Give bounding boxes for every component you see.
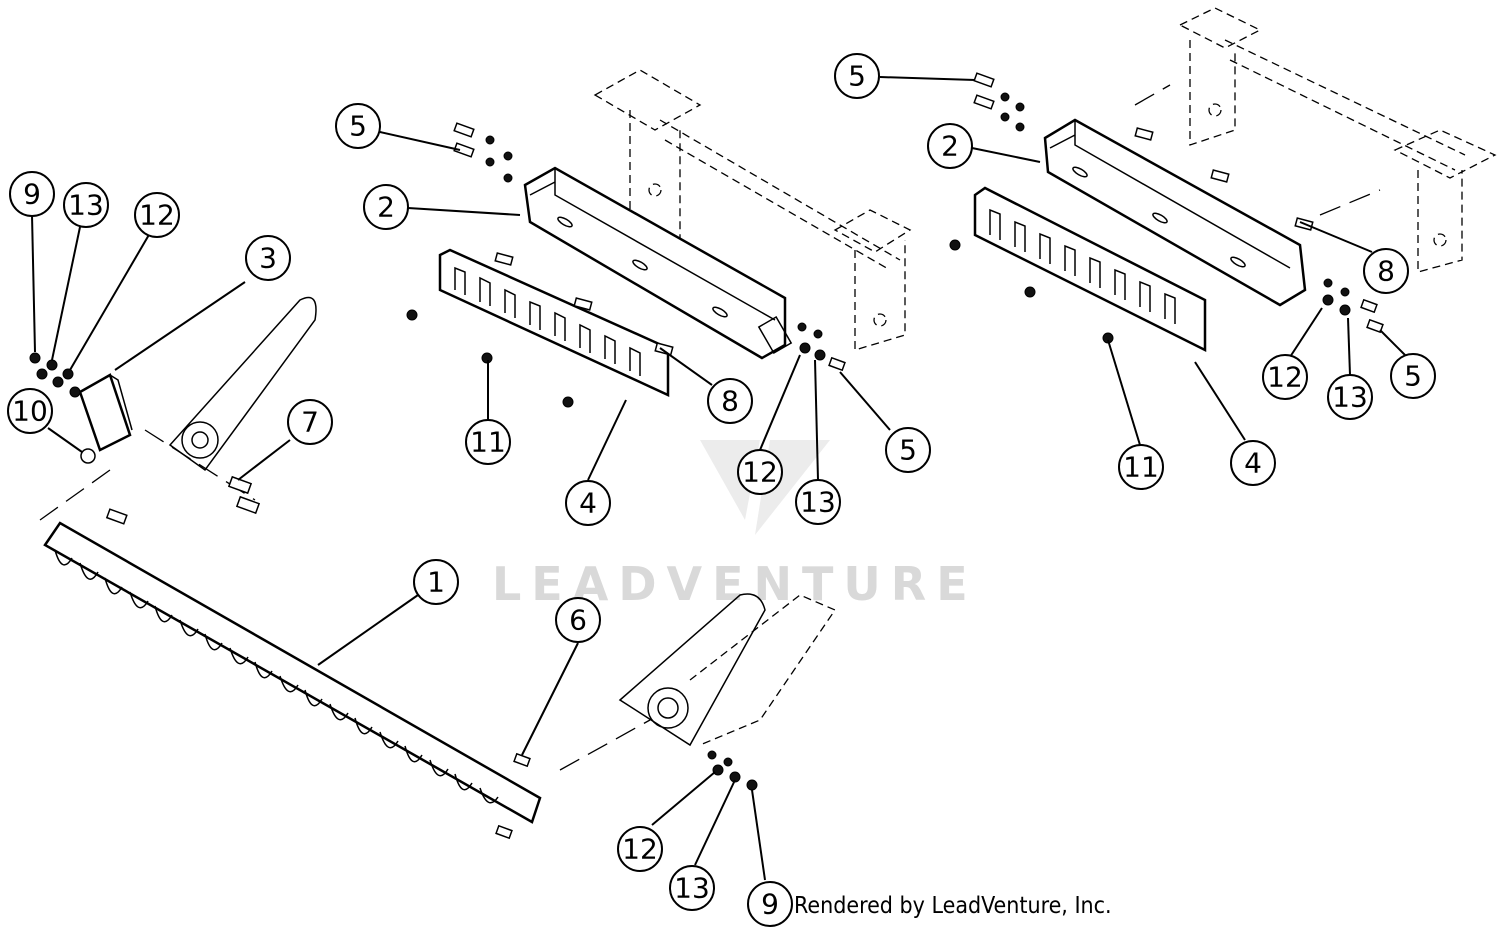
svg-text:11: 11	[470, 426, 506, 459]
callout-12-top-left: 12	[134, 192, 180, 238]
svg-text:5: 5	[349, 110, 367, 143]
leader-lines	[31, 76, 1406, 881]
callout-9-top-left: 9	[9, 171, 55, 217]
svg-text:8: 8	[721, 385, 739, 418]
bracket-part-2-right	[1043, 118, 1307, 307]
deck-mount-assembly	[618, 593, 836, 747]
bracket-part-2-center	[523, 166, 793, 360]
svg-text:13: 13	[674, 872, 710, 905]
callout-12-center: 12	[737, 449, 783, 495]
svg-text:11: 11	[1123, 451, 1159, 484]
svg-text:3: 3	[259, 242, 277, 275]
callout-2-right: 2	[927, 123, 973, 169]
callout-13-right: 13	[1327, 374, 1373, 420]
svg-text:5: 5	[1404, 360, 1422, 393]
callout-5-center-bottom: 5	[885, 427, 931, 473]
arm-phantom-left	[168, 296, 317, 472]
comb-bar-part-1	[43, 521, 542, 824]
callout-5-right-top: 5	[834, 53, 880, 99]
callout-3: 3	[245, 235, 291, 281]
svg-text:4: 4	[579, 487, 597, 520]
callout-13-center: 13	[795, 479, 841, 525]
svg-text:13: 13	[68, 189, 104, 222]
callout-11-center: 11	[465, 419, 511, 465]
svg-text:13: 13	[1332, 381, 1368, 414]
svg-text:10: 10	[12, 395, 48, 428]
svg-text:2: 2	[941, 130, 959, 163]
svg-text:9: 9	[23, 178, 41, 211]
callout-5-right-bottom: 5	[1390, 353, 1436, 399]
callout-9-bottom: 9	[747, 881, 793, 927]
svg-text:6: 6	[569, 604, 587, 637]
callout-1: 1	[413, 559, 459, 605]
callout-2-center: 2	[363, 184, 409, 230]
svg-text:5: 5	[899, 434, 917, 467]
callout-11-right: 11	[1118, 444, 1164, 490]
svg-text:8: 8	[1377, 255, 1395, 288]
svg-text:12: 12	[1267, 361, 1303, 394]
render-credit: Rendered by LeadVenture, Inc.	[794, 893, 1112, 919]
svg-text:12: 12	[139, 199, 175, 232]
callout-4-center: 4	[565, 480, 611, 526]
block-part-3	[78, 373, 133, 452]
callout-6: 6	[555, 597, 601, 643]
callout-8-right: 8	[1363, 248, 1409, 294]
callout-13-top-left: 13	[63, 182, 109, 228]
callout-13-bottom: 13	[669, 865, 715, 911]
callout-12-bottom: 12	[617, 826, 663, 872]
callout-8-center: 8	[707, 378, 753, 424]
callout-10: 10	[7, 388, 53, 434]
svg-text:13: 13	[800, 486, 836, 519]
svg-text:12: 12	[742, 456, 778, 489]
svg-text:5: 5	[848, 60, 866, 93]
svg-text:7: 7	[301, 406, 319, 439]
svg-text:1: 1	[427, 566, 445, 599]
svg-text:12: 12	[622, 833, 658, 866]
svg-text:2: 2	[377, 191, 395, 224]
hardware	[29, 72, 1384, 840]
comb-plate-part-4-right	[973, 186, 1207, 353]
callout-7: 7	[287, 399, 333, 445]
svg-text:9: 9	[761, 888, 779, 921]
comb-plate-part-4-center	[438, 248, 670, 397]
right-frame-phantom	[1178, 7, 1497, 273]
callout-12-right: 12	[1262, 354, 1308, 400]
callout-5-center-top: 5	[335, 103, 381, 149]
callout-4-right: 4	[1230, 440, 1276, 486]
svg-text:4: 4	[1244, 447, 1262, 480]
